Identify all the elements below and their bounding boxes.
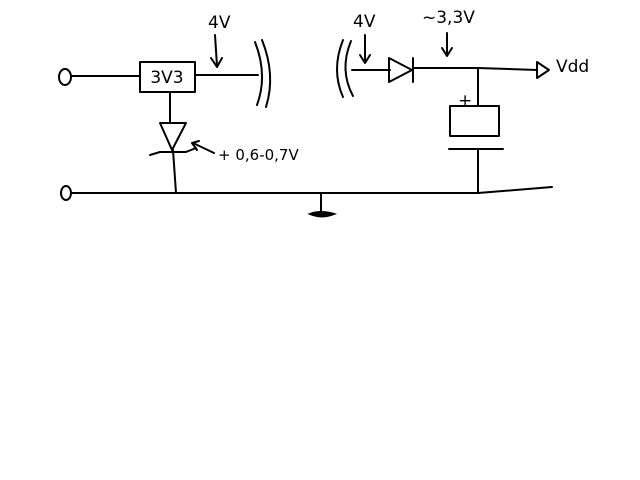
vdd-arrowhead: [536, 61, 550, 79]
ground-symbol: [307, 211, 338, 218]
zener-annotation-arrow: [192, 142, 215, 154]
right-voltage-arrowhead: [359, 54, 371, 64]
regulator-ground-lead-bottom: [172, 149, 177, 194]
break-mark-left-outer: [261, 39, 272, 108]
ground-rail: [71, 186, 553, 194]
left-voltage-arrowhead: [210, 57, 223, 68]
zener-diode-symbol: [159, 122, 187, 151]
output-wire: [412, 67, 538, 71]
input-terminal-bottom: [60, 185, 72, 201]
break-mark-left-inner: [254, 41, 264, 106]
left-voltage-arrow: [214, 34, 218, 67]
zener-voltage-label: + 0,6-0,7V: [218, 146, 299, 164]
break-mark-right-outer: [336, 39, 344, 98]
output-label: Vdd: [556, 57, 589, 77]
regulator-box: [139, 61, 196, 93]
output-voltage-label: ~3,3V: [422, 8, 475, 28]
left-voltage-label: 4V: [208, 13, 231, 33]
input-terminal-top: [58, 68, 72, 86]
break-mark-right-inner: [344, 40, 354, 97]
regulator-label: 3V3: [150, 68, 183, 88]
zener-annotation-arrowhead: [191, 140, 200, 151]
series-diode-symbol: [388, 57, 413, 83]
right-voltage-label: 4V: [353, 12, 376, 32]
capacitor-plate-positive: [449, 105, 500, 137]
capacitor-polarity-label: +: [458, 91, 472, 111]
output-voltage-arrowhead: [441, 47, 453, 57]
